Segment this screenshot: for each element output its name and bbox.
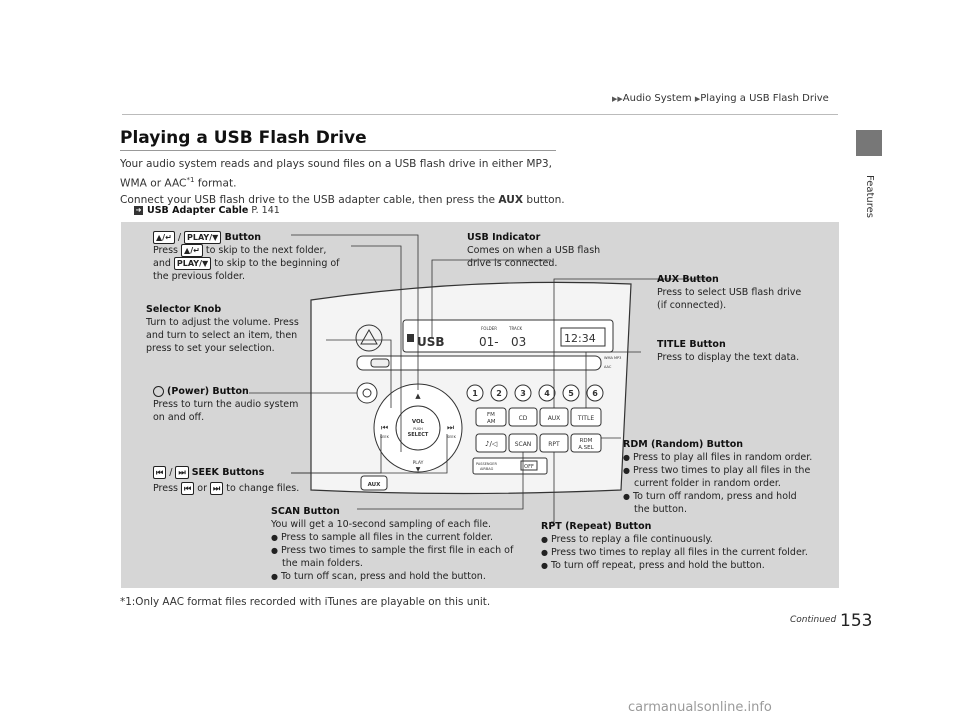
svg-text:RDM: RDM <box>580 438 593 444</box>
power-button-callout: (Power) Button Press to turn the audio s… <box>153 386 299 423</box>
display-clock: 12:34 <box>564 332 596 345</box>
aux-button-callout: AUX Button Press to select USB flash dri… <box>657 274 802 311</box>
svg-text:AIRBAG: AIRBAG <box>480 467 494 471</box>
svg-text:AM: AM <box>487 419 496 425</box>
cross-reference-link[interactable]: ➜USB Adapter Cable P. 141 <box>134 205 280 216</box>
footnote: *1:Only AAC format files recorded with i… <box>120 596 491 608</box>
watermark: carmanualsonline.info <box>628 700 772 715</box>
folder-up-key-icon: ▲/↵ <box>153 231 175 244</box>
cd-button <box>508 407 538 427</box>
svg-text:SEEK: SEEK <box>380 435 390 439</box>
eject-button <box>370 358 390 368</box>
play-down-key-icon: PLAY/▼ <box>184 231 222 244</box>
svg-text:PASSENGER: PASSENGER <box>476 462 497 466</box>
rpt-button-callout: RPT (Repeat) Button Press to replay a fi… <box>541 520 808 572</box>
svg-text:AUX: AUX <box>368 482 382 488</box>
svg-text:6: 6 <box>592 389 598 398</box>
intro-paragraph: Your audio system reads and plays sound … <box>120 156 570 208</box>
folder-music-button <box>475 433 507 453</box>
section-tab[interactable] <box>856 130 882 156</box>
svg-text:4: 4 <box>544 389 550 398</box>
svg-text:2: 2 <box>496 389 502 398</box>
fm-am-button <box>475 407 507 427</box>
selector-knob-callout: Selector Knob Turn to adjust the volume.… <box>146 304 299 354</box>
header-rule <box>122 114 838 115</box>
breadcrumb-part1[interactable]: Audio System <box>622 93 692 104</box>
page-number: 153 <box>840 611 873 631</box>
intro-line1: Your audio system reads and plays sound … <box>120 158 552 170</box>
usb-indicator-icon <box>407 334 414 342</box>
svg-text:3: 3 <box>520 389 526 398</box>
svg-text:OFF: OFF <box>524 464 534 470</box>
seek-back-icon: ⏮ <box>181 482 195 495</box>
usb-indicator-callout: USB Indicator Comes on when a USB flash … <box>467 232 601 269</box>
power-icon <box>153 386 164 397</box>
breadcrumb: ▶▶Audio System ▶Playing a USB Flash Driv… <box>612 93 829 104</box>
svg-text:A.SEL: A.SEL <box>578 445 594 451</box>
section-tab-label[interactable]: Features <box>864 175 875 218</box>
aac-label: AAC <box>604 365 612 369</box>
svg-text:RPT: RPT <box>548 441 560 448</box>
svg-text:SEEK: SEEK <box>447 435 457 439</box>
play-down-key-icon: PLAY/▼ <box>173 257 212 270</box>
svg-text:SCAN: SCAN <box>515 441 532 448</box>
power-button <box>356 382 378 404</box>
leader-lines <box>249 234 711 523</box>
folder-up-icon: ▲ <box>415 392 421 400</box>
svg-text:SELECT: SELECT <box>408 432 429 438</box>
title-button-callout: TITLE Button Press to display the text d… <box>657 339 800 363</box>
seek-back-icon: ⏮ <box>381 423 388 432</box>
wma-label: WMA MP3 <box>604 356 621 360</box>
rdm-button-callout: RDM (Random) Button Press to play all fi… <box>623 438 812 516</box>
scan-button-callout: SCAN Button You will get a 10-second sam… <box>271 505 513 583</box>
svg-text:1: 1 <box>472 389 478 398</box>
cd-slot <box>356 355 602 371</box>
folder-button-callout: ▲/↵ / PLAY/▼ Button Press ▲/↵ to skip to… <box>153 231 340 282</box>
play-down-icon: ▼ <box>416 466 421 473</box>
display-track-label: TRACK <box>508 326 523 331</box>
seek-back-icon: ⏮ <box>153 466 167 479</box>
seek-forward-icon: ⏭ <box>210 482 224 495</box>
hazard-button <box>355 324 383 352</box>
page-title: Playing a USB Flash Drive <box>120 128 367 148</box>
folder-up-key-icon: ▲/↵ <box>181 244 203 257</box>
display-usb: USB <box>417 335 445 349</box>
preset-buttons: 1 2 3 4 5 6 <box>466 384 604 402</box>
title-rule <box>120 150 556 151</box>
seek-forward-icon: ⏭ <box>175 466 189 479</box>
svg-text:TITLE: TITLE <box>577 415 594 422</box>
svg-text:VOL: VOL <box>412 419 425 425</box>
svg-text:CD: CD <box>519 415 528 422</box>
audio-unit-diagram: USB FOLDER TRACK 01- 03 12:34 WMA MP3 AA… <box>249 234 711 523</box>
footnote-ref[interactable]: *1 <box>186 176 195 184</box>
power-icon <box>362 388 372 398</box>
breadcrumb-part2[interactable]: Playing a USB Flash Drive <box>700 93 829 104</box>
rdm-button <box>570 433 602 453</box>
selector-knob <box>395 405 441 451</box>
intro-line3: Connect your USB flash drive to the USB … <box>120 193 565 206</box>
seek-forward-icon: ⏭ <box>447 423 454 432</box>
svg-text:AUX: AUX <box>548 415 561 422</box>
intro-line2: WMA or AAC*1 format. <box>120 176 237 190</box>
svg-text:PUSH: PUSH <box>413 427 423 431</box>
display-clock-frame <box>560 327 606 347</box>
display-track: 03 <box>511 335 526 349</box>
display-folder: 01- <box>479 335 499 349</box>
svg-text:FM: FM <box>487 412 495 418</box>
svg-text:♪/◁: ♪/◁ <box>485 440 498 448</box>
play-label: PLAY <box>413 460 424 466</box>
aux-jack <box>360 475 388 491</box>
display-folder-label: FOLDER <box>481 326 497 331</box>
svg-text:5: 5 <box>568 389 574 398</box>
hazard-icon <box>360 328 378 345</box>
xref-arrow-icon: ➜ <box>134 206 143 215</box>
continued-label: Continued <box>790 615 837 625</box>
seek-buttons-callout: ⏮ / ⏭ SEEK Buttons Press ⏮ or ⏭ to chang… <box>153 466 300 495</box>
